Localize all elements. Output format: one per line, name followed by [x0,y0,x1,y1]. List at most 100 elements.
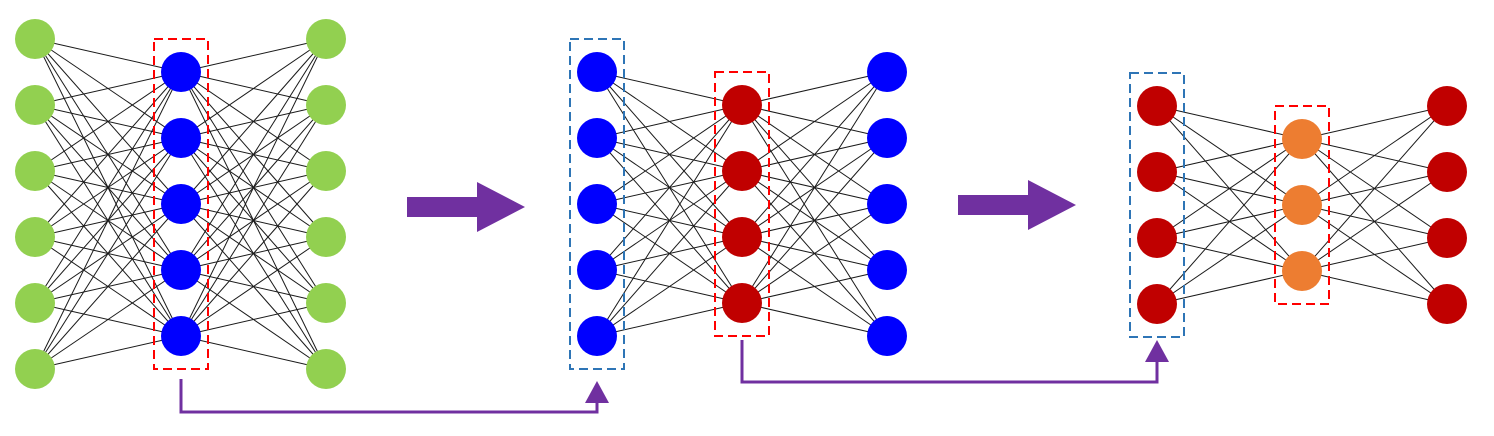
connection-line [34,71,182,172]
connection-line [34,38,182,73]
input-layer-box [569,38,625,370]
neuron [1137,218,1177,258]
connection-line [741,302,888,337]
connection-line [34,71,182,304]
connections [1156,105,1448,305]
right-arrow-icon [407,182,525,232]
connection-line [741,71,888,106]
layer-output [306,19,346,389]
connection-line [1301,105,1448,206]
connection-line [596,104,743,205]
neuron [1427,152,1467,192]
neuron [722,283,762,323]
connection-line [1301,105,1448,272]
layer-hidden [161,52,201,356]
right-arrow-icon [958,180,1076,230]
connection-line [34,269,182,370]
neuron [15,283,55,323]
layer-hidden [722,85,762,323]
neuron [867,316,907,356]
connection-line [1156,138,1303,239]
input-layer-box [1129,72,1185,338]
neuron [15,349,55,389]
neuron [1282,251,1322,291]
connection-line [180,335,327,370]
neuron [1427,86,1467,126]
connection-line [1156,204,1303,305]
connection-line [741,71,888,238]
connection-line [596,104,743,271]
layer-hidden [1282,119,1322,291]
connection-line [741,137,888,304]
neuron [306,349,346,389]
neuron [867,250,907,290]
connection-line [1301,171,1448,272]
neuron [722,151,762,191]
connector-line [740,340,1159,384]
neuron [161,184,201,224]
hidden-layer-box [714,71,770,337]
neuron [306,85,346,125]
neuron [15,217,55,257]
connection-line [1156,138,1303,305]
connection-line [1301,237,1448,272]
neuron [15,151,55,191]
neuron [577,250,617,290]
neuron [15,19,55,59]
connections [34,38,327,370]
up-arrow-icon [1145,340,1169,362]
up-arrow-icon [585,381,609,403]
layer-input [15,19,55,389]
neuron [161,52,201,92]
layer-input [577,52,617,356]
connector-2-to-3 [740,340,1169,384]
connection-line [180,38,327,271]
neuron [577,118,617,158]
connection-line [34,335,182,370]
neuron [577,316,617,356]
neuron [1137,284,1177,324]
neuron [1137,152,1177,192]
connection-line [596,104,743,139]
connection-line [180,38,327,205]
connection-line [1156,105,1303,140]
neuron [1427,284,1467,324]
neuron [722,217,762,257]
connection-line [34,71,182,238]
connection-line [34,137,182,370]
neuron [1282,119,1322,159]
neuron [1427,218,1467,258]
network-autoencoder-3 [1129,72,1467,338]
network-autoencoder-2 [569,38,907,370]
neuron [577,52,617,92]
neuron [867,52,907,92]
connection-line [741,269,888,304]
connection-line [1156,270,1303,305]
connections [596,71,888,337]
connection-line [596,302,743,337]
connection-line [180,236,327,337]
connection-line [741,71,888,304]
connection-line [34,71,182,370]
connection-line [1301,270,1448,305]
connection-line [180,104,327,337]
layer-input [1137,86,1177,324]
neuron [722,85,762,125]
neuron [1282,185,1322,225]
neuron [161,118,201,158]
neuron [867,184,907,224]
neuron [306,151,346,191]
layer-output [1427,86,1467,324]
connection-line [180,302,327,337]
network-autoencoder-1 [15,19,346,389]
neuron [577,184,617,224]
neuron [867,118,907,158]
neuron [161,250,201,290]
connection-line [180,38,327,337]
connection-line [596,236,743,337]
connection-line [1301,105,1448,140]
connection-line [1156,138,1303,173]
hidden-layer-box [153,38,209,370]
